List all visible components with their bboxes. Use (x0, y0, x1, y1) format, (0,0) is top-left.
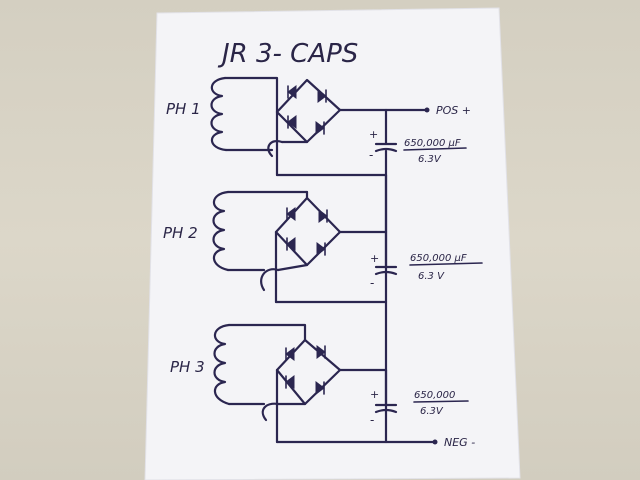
diode-icon (315, 121, 325, 135)
pos-terminal-dot (424, 107, 430, 113)
phase-1-label: PH 1 (166, 100, 201, 118)
phase-2-diodes (286, 207, 328, 256)
cap-3-plate-bottom (374, 408, 398, 414)
diode-icon (286, 207, 296, 221)
phase-3-label: PH 3 (170, 358, 205, 376)
neg-terminal-dot (432, 439, 438, 445)
phase-3-coil (213, 323, 231, 406)
diode-icon (315, 381, 325, 395)
phase-3-diodes (285, 345, 326, 395)
cap-1-plus: + (369, 128, 378, 141)
phase-2-coil (212, 190, 230, 272)
phase-3-crossover (261, 402, 280, 422)
diode-icon (285, 347, 295, 361)
cap-2-label: 650,000 µF 6.3 V (409, 253, 483, 282)
cap-3-plus: + (370, 388, 379, 401)
phase-1-coil (210, 76, 228, 152)
diode-icon (316, 242, 326, 256)
cap-1-divider (403, 147, 467, 151)
cap-3-value: 650,000 (414, 390, 455, 401)
neg-terminal-label: NEG - (444, 436, 475, 449)
cap-2-plus: + (370, 252, 379, 265)
diode-icon (287, 115, 297, 129)
diode-icon (316, 345, 326, 359)
phase-2-lower-lead (276, 263, 309, 272)
cap-1-minus: - (369, 148, 373, 162)
cap-2-divider (409, 262, 483, 266)
diode-icon (286, 237, 296, 251)
cap-1-label: 650,000 µF 6.3V (403, 138, 467, 165)
phase-3-circuit: PH 3 + - (170, 323, 438, 445)
cap-3-voltage: 6.3V (420, 406, 444, 417)
cap-1-value: 650,000 µF (404, 138, 461, 149)
diode-icon (285, 375, 295, 389)
paper-sheet (144, 7, 521, 480)
diode-icon (318, 209, 328, 223)
phase-3-coil-lead-top (227, 323, 307, 342)
cap-2-minus: - (370, 276, 374, 290)
schematic-title: JR 3- CAPS (217, 39, 358, 69)
diode-icon (317, 89, 327, 103)
phase-1-coil-lead-top (223, 76, 279, 114)
pos-terminal-label: POS + (436, 104, 471, 117)
cap-3-divider (413, 400, 469, 403)
diode-icon (287, 85, 297, 99)
phase-1-diodes (287, 85, 327, 135)
cap-2-value: 650,000 µF (410, 253, 467, 264)
phase-2-label: PH 2 (163, 224, 198, 242)
cap-3-minus: - (370, 413, 374, 427)
phase-2-circuit: PH 2 + - (163, 173, 398, 304)
cap-2-plate-bottom (374, 270, 398, 276)
cap-1-plate-bottom (374, 147, 398, 153)
cap-3-label: 650,000 6.3V (413, 390, 469, 417)
phase-1-crossover (267, 140, 284, 158)
cap-1-voltage: 6.3V (418, 154, 442, 165)
cap-2-voltage: 6.3 V (418, 271, 445, 282)
